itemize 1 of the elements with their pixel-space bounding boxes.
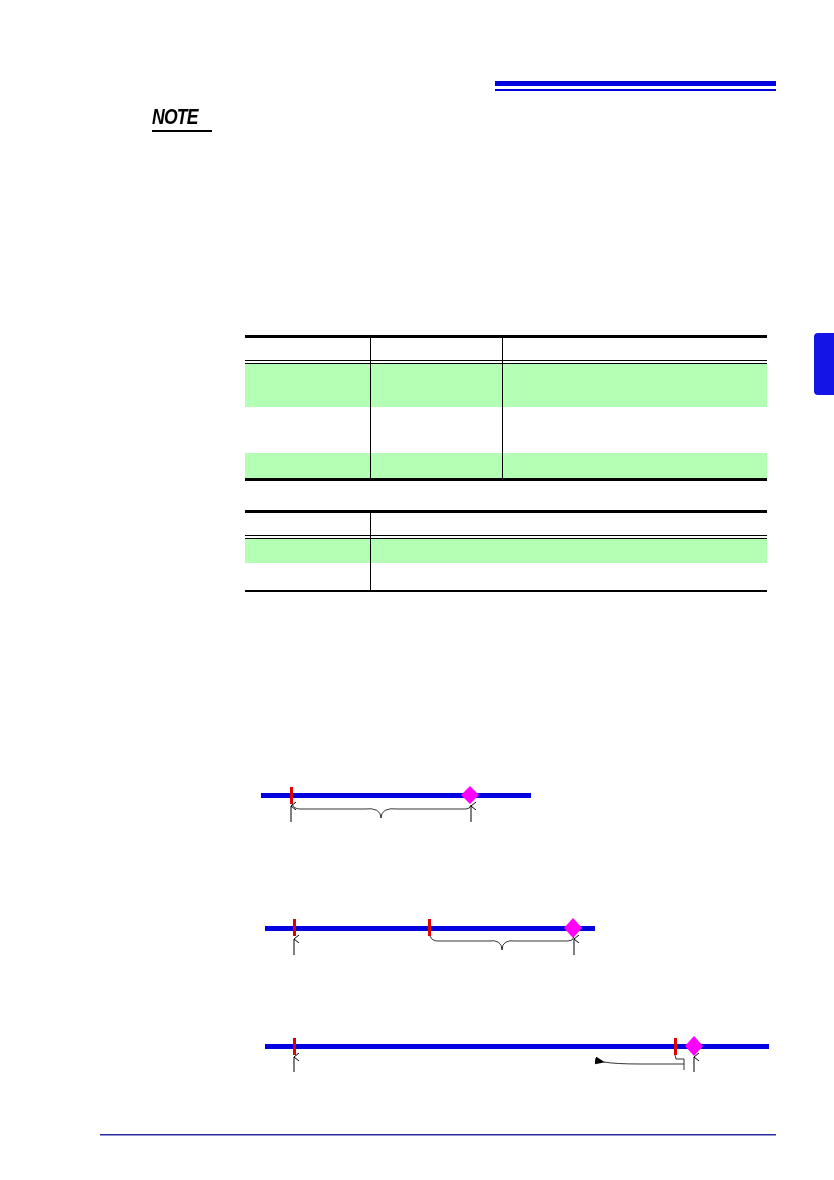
note-heading: NOTE [152, 104, 213, 132]
